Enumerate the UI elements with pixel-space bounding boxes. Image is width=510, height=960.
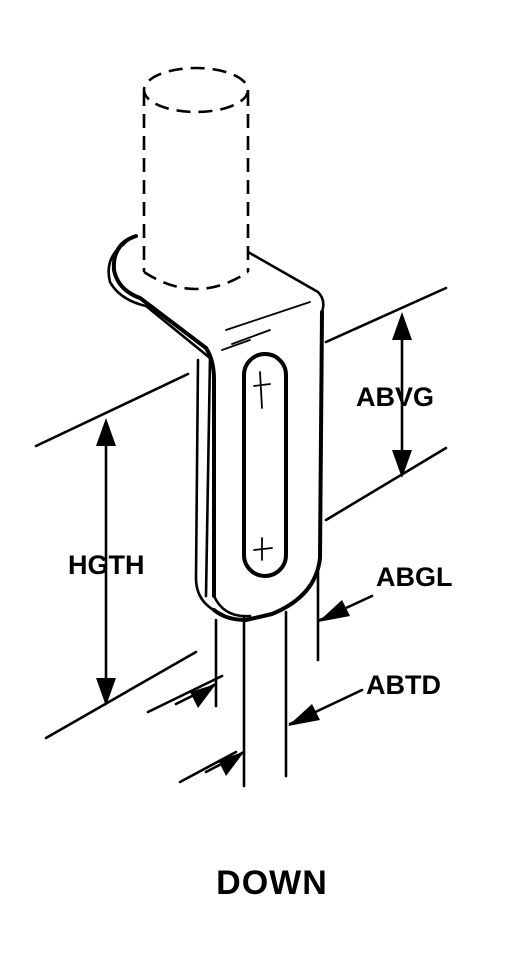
- abgl-label: ABGL: [376, 562, 453, 592]
- abvg-label: ABVG: [356, 382, 434, 412]
- reference-planes: [34, 286, 448, 784]
- abtd-label: ABTD: [366, 670, 441, 700]
- hgth-label: HGTH: [68, 550, 145, 580]
- hgth-dimension: [96, 418, 116, 706]
- abtd-dimension: [174, 682, 364, 776]
- abgl-dimension: [318, 594, 374, 622]
- abvg-dimension: [392, 312, 412, 478]
- diagram-caption: DOWN: [216, 864, 328, 902]
- bracket-plate: [107, 234, 325, 788]
- dashed-cylinder: [142, 66, 250, 291]
